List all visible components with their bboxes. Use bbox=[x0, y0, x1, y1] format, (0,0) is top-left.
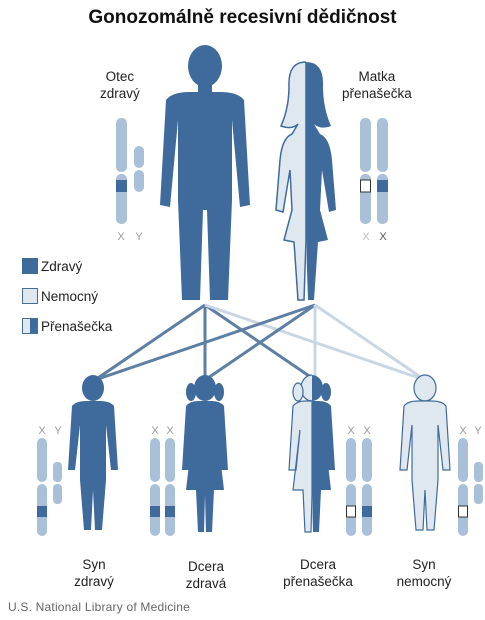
son1-chr-x: X bbox=[38, 425, 46, 437]
mother-figure bbox=[276, 62, 336, 300]
child-son-healthy-figure bbox=[68, 375, 118, 530]
father-figure bbox=[160, 45, 250, 300]
son2-chr-x: X bbox=[459, 425, 467, 437]
mother-chr-x2: X bbox=[379, 231, 387, 243]
child-label-son-sick: Syn nemocný bbox=[392, 556, 456, 590]
child1-label-line1: Syn bbox=[66, 556, 122, 573]
child3-label-line2: přenašečka bbox=[278, 573, 358, 590]
child2-label-line2: zdravá bbox=[178, 575, 234, 592]
child-son-healthy-chromosomes: X Y bbox=[37, 425, 62, 536]
daughter1-chr-x2: X bbox=[166, 425, 174, 437]
child4-label-line2: nemocný bbox=[392, 573, 456, 590]
father-chr-x: X bbox=[117, 231, 125, 243]
child1-label-line2: zdravý bbox=[66, 573, 122, 590]
daughter2-chr-x1: X bbox=[347, 425, 355, 437]
son1-chr-y: Y bbox=[54, 425, 62, 437]
credit-text: U.S. National Library of Medicine bbox=[8, 600, 190, 614]
daughter2-chr-x2: X bbox=[363, 425, 371, 437]
line-father-son1 bbox=[95, 305, 205, 380]
child-daughter-carrier-figure bbox=[289, 375, 335, 532]
line-mother-son2 bbox=[315, 305, 425, 380]
child-son-sick-figure bbox=[400, 375, 450, 530]
child-label-daughter-carrier: Dcera přenašečka bbox=[278, 556, 358, 590]
child2-label-line1: Dcera bbox=[178, 558, 234, 575]
child-label-daughter-healthy: Dcera zdravá bbox=[178, 558, 234, 592]
mother-chromosomes: X X bbox=[360, 118, 388, 243]
child-daughter-carrier-chromosomes: X X bbox=[346, 425, 372, 536]
child-son-sick-chromosomes: X Y bbox=[458, 425, 483, 536]
daughter1-chr-x1: X bbox=[151, 425, 159, 437]
mother-chr-x1: X bbox=[362, 231, 370, 243]
inheritance-lines bbox=[95, 305, 425, 380]
child-daughter-healthy-chromosomes: X X bbox=[150, 425, 175, 536]
son2-chr-y: Y bbox=[474, 425, 482, 437]
father-chr-y: Y bbox=[135, 231, 143, 243]
child4-label-line1: Syn bbox=[392, 556, 456, 573]
child-daughter-healthy-figure bbox=[182, 375, 228, 532]
father-chromosomes: X Y bbox=[116, 118, 144, 243]
child3-label-line1: Dcera bbox=[278, 556, 358, 573]
child-label-son-healthy: Syn zdravý bbox=[66, 556, 122, 590]
